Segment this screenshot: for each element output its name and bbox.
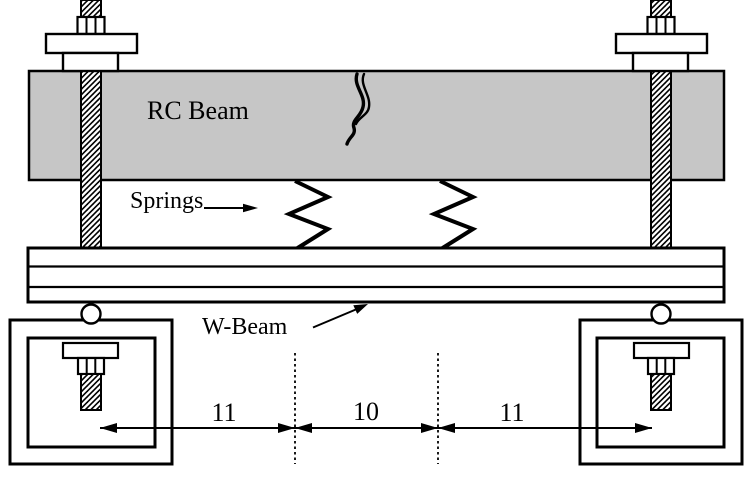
left-top-anchor-assembly	[44, 15, 139, 73]
springs-label: Springs	[130, 188, 203, 214]
right-support-rod-end	[650, 373, 672, 411]
dim-arrowhead-icon	[278, 423, 295, 433]
springs-arrow	[204, 203, 258, 213]
left-top-bearing-block	[61, 51, 120, 73]
right-support-washer-plate	[632, 341, 691, 360]
right-spring	[428, 179, 478, 251]
right-support-nut	[646, 356, 676, 376]
right-top-anchor-assembly	[614, 15, 709, 73]
w-beam-body	[26, 246, 726, 304]
rc-beam-label: RC Beam	[147, 96, 249, 125]
dimension-value-middle: 10	[353, 397, 379, 426]
left-support-washer-plate	[61, 341, 120, 360]
dim-arrowhead-icon	[421, 423, 438, 433]
right-top-bearing-block	[631, 51, 690, 73]
w-beam	[26, 246, 726, 304]
left-roller	[80, 303, 102, 325]
right-roller	[650, 303, 672, 325]
dim-arrowhead-left-icon	[100, 423, 117, 433]
rc-beam	[27, 69, 726, 182]
left-support-rod-end	[80, 373, 102, 411]
crack-mark	[345, 72, 371, 146]
dim-arrowhead-right-icon	[635, 423, 652, 433]
left-spring	[283, 179, 333, 251]
right-top-washer-plate	[614, 32, 709, 55]
w-beam-arrow	[312, 304, 368, 329]
dimension-line	[100, 423, 652, 433]
left-support-nut	[76, 356, 106, 376]
left-top-washer-plate	[44, 32, 139, 55]
dimension-value-left: 11	[211, 398, 236, 427]
right-top-nut	[646, 15, 676, 36]
left-support	[8, 318, 174, 466]
right-support	[578, 318, 744, 466]
crack-line-branch	[354, 72, 371, 126]
dimension-value-right: 11	[499, 398, 524, 427]
dim-arrowhead-icon	[438, 423, 455, 433]
springs-arrowhead-icon	[243, 203, 258, 213]
dim-arrowhead-icon	[295, 423, 312, 433]
crack-line-main	[345, 72, 366, 146]
w-beam-label: W-Beam	[202, 314, 288, 340]
w-beam-arrow-line	[312, 308, 358, 329]
w-beam-arrowhead-icon	[353, 304, 368, 314]
left-top-nut	[76, 15, 106, 36]
